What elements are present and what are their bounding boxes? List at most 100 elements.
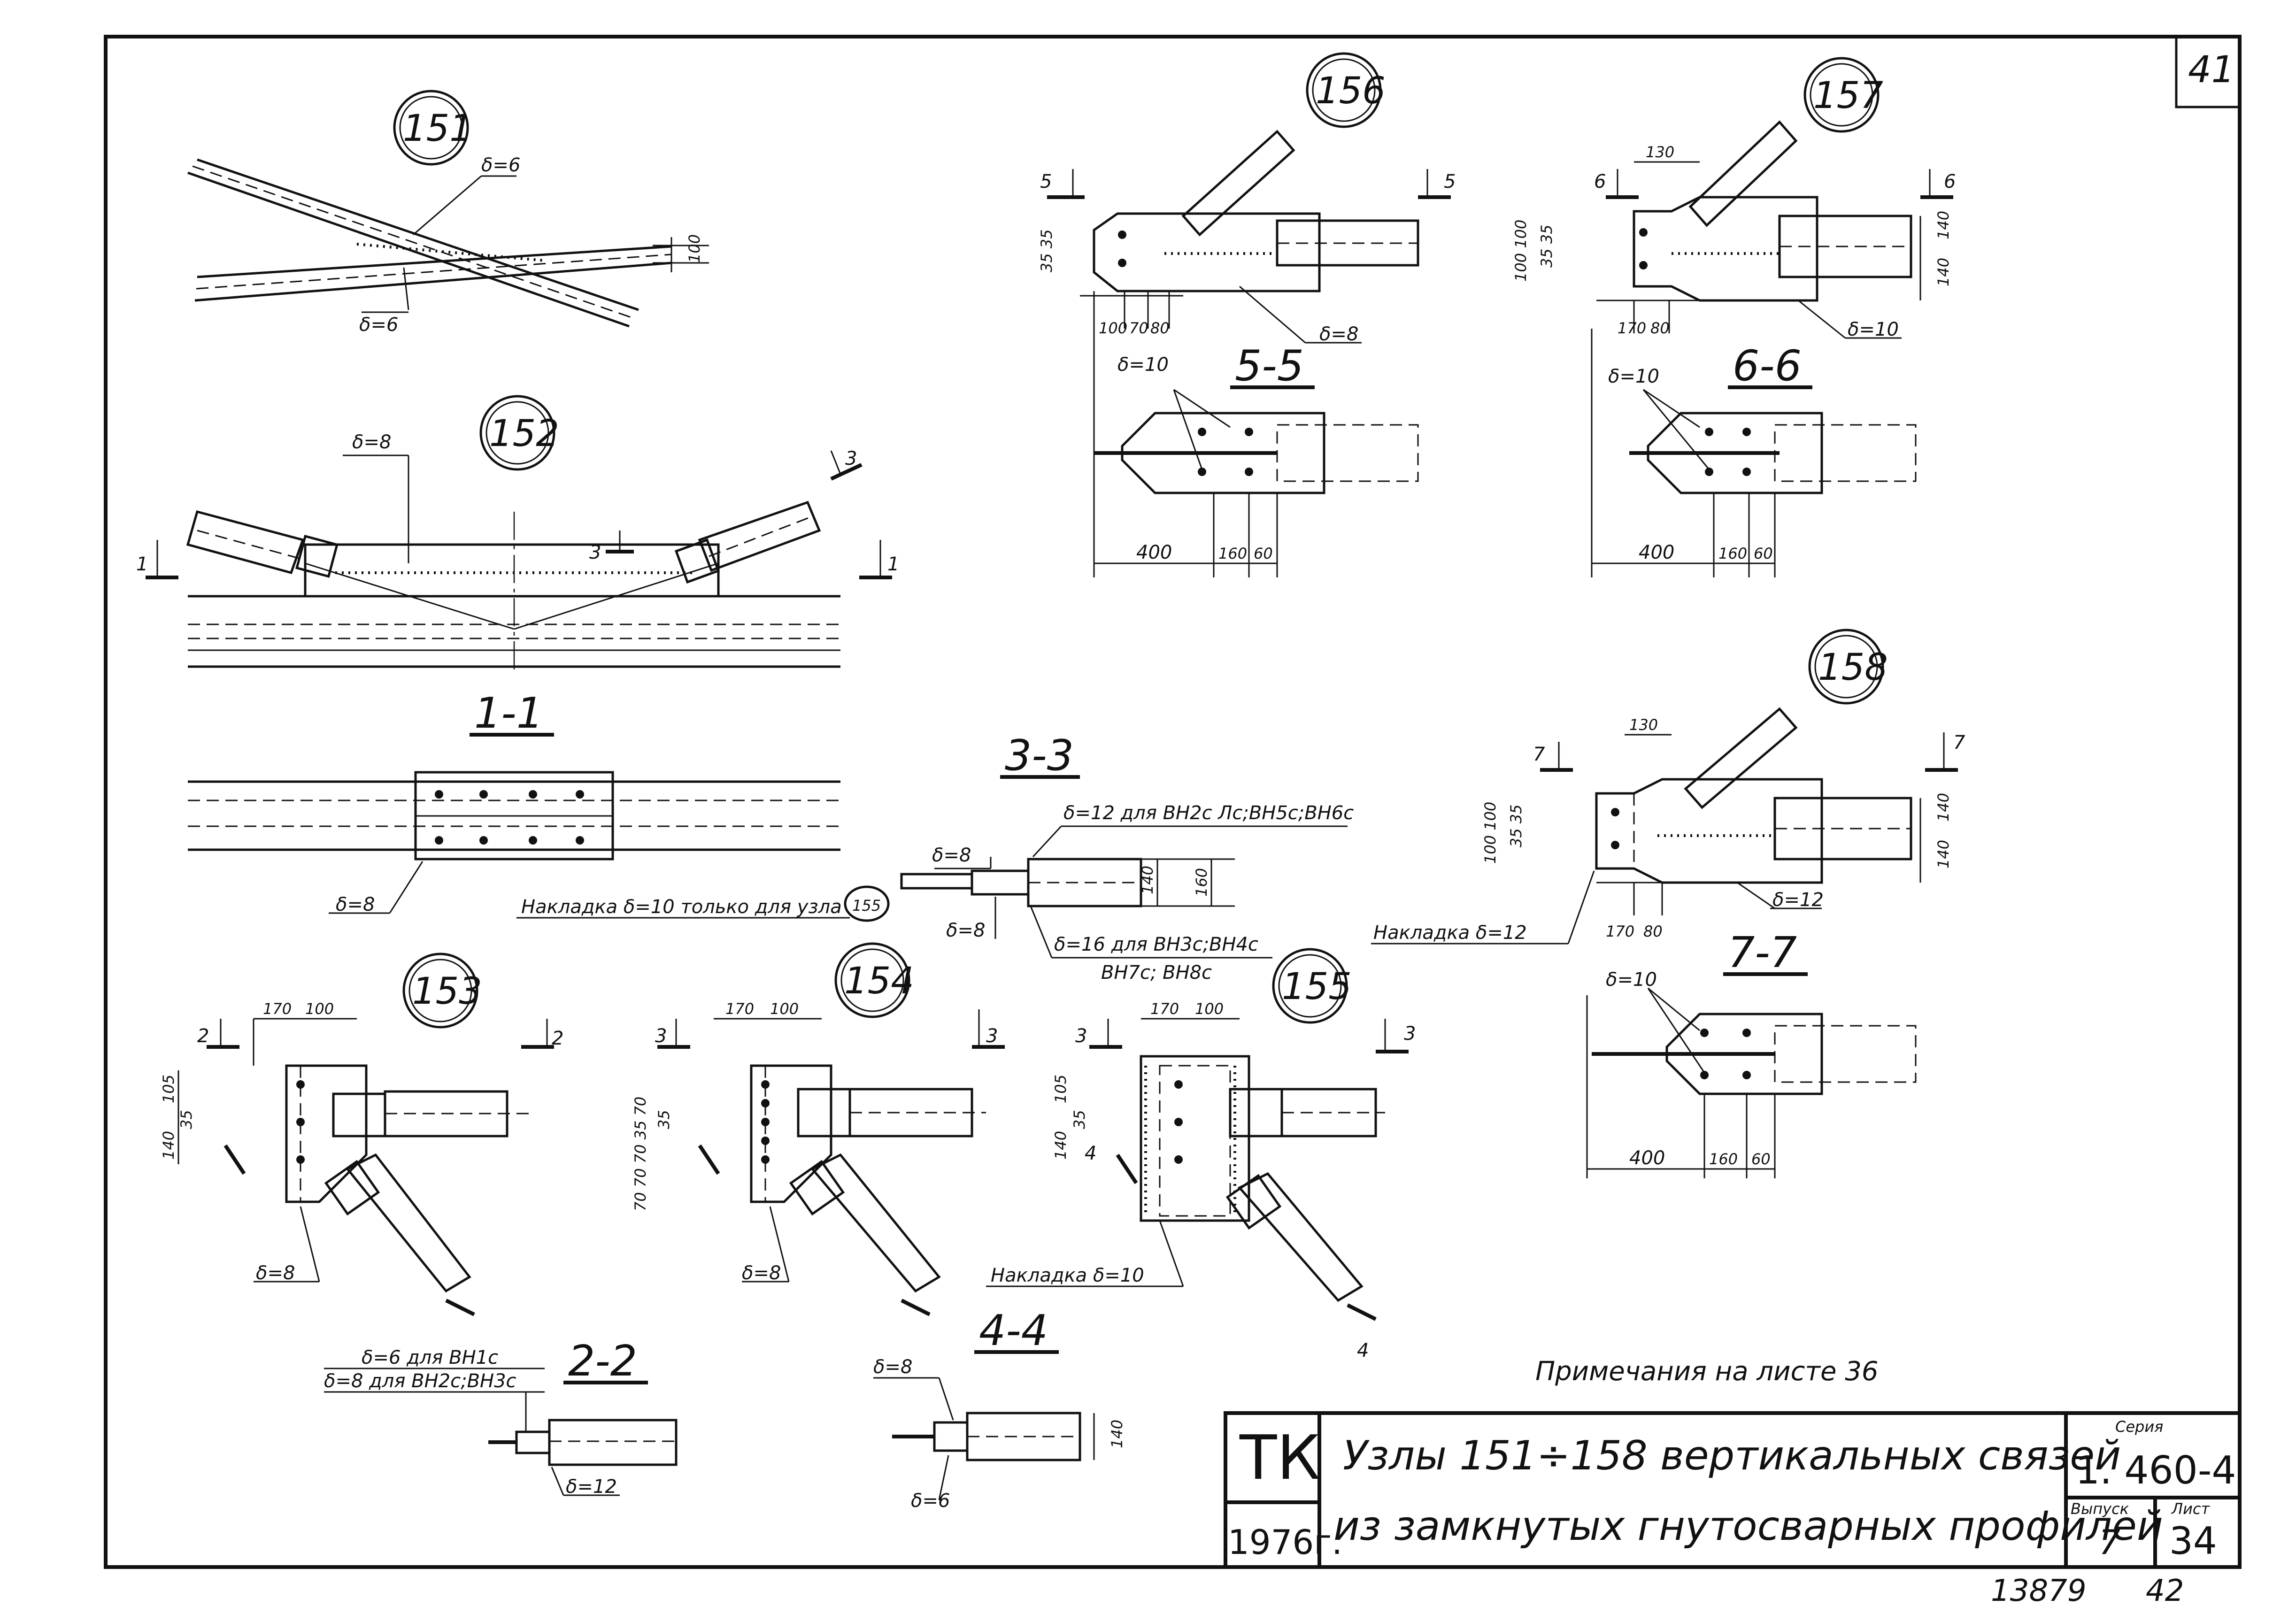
title-line-1: Узлы 151÷158 вертикальных связей <box>1343 1432 2121 1479</box>
label-44-d6: δ=6 <box>911 1490 950 1512</box>
label-158-overlay: Накладка δ=12 <box>1373 922 1527 944</box>
label-33-d8-bottom: δ=8 <box>946 920 985 941</box>
dim-157-100100: 100 100 <box>1512 220 1530 282</box>
mark-6-right: 6 <box>1944 171 1956 192</box>
series-value: 1. 460-4 <box>2075 1448 2236 1493</box>
label-33-d16-note2: ВН7с; ВН8с <box>1101 962 1212 984</box>
issue-label: Выпуск <box>2071 1500 2129 1518</box>
dim-158-80: 80 <box>1643 922 1663 940</box>
section-5-5: 5-5 δ=10 400 160 60 <box>1093 329 1419 577</box>
label-152-d8: δ=8 <box>352 431 391 453</box>
node-156-label: 156 <box>1316 70 1386 112</box>
dim-158-100100: 100 100 <box>1481 802 1499 864</box>
bottom-number-1: 13879 <box>1991 1574 2087 1608</box>
dim-66-400: 400 <box>1639 542 1674 563</box>
mark-154-3-right: 3 <box>986 1025 998 1047</box>
label-33-d16-note1: δ=16 для ВН3с;ВН4с <box>1054 934 1258 955</box>
dim-157-80: 80 <box>1650 319 1670 337</box>
bottom-number-2: 42 <box>2146 1574 2184 1608</box>
dim-66-60: 60 <box>1754 545 1773 562</box>
node-155-label: 155 <box>1282 966 1352 1008</box>
sheet-value: 34 <box>2169 1519 2217 1563</box>
label-22-d8-note: δ=8 для ВН2с;ВН3с <box>324 1370 516 1392</box>
section-6-6: 6-6 δ=10 400 160 60 <box>1591 329 1917 577</box>
mark-153-2-right: 2 <box>552 1028 563 1049</box>
section-3-3: 3-3 δ=8 δ=12 для ВН2с Лс;ВН5с;ВН6с δ=8 δ… <box>516 731 1354 984</box>
section-3-3-label: 3-3 <box>1005 731 1074 780</box>
label-22-d12: δ=12 <box>566 1476 617 1498</box>
node-157-label: 157 <box>1813 75 1883 117</box>
label-33-d12-note: δ=12 для ВН2с Лс;ВН5с;ВН6с <box>1063 802 1354 824</box>
node-158-label: 158 <box>1818 646 1888 689</box>
dim-55-160: 160 <box>1218 545 1247 562</box>
dim-77-160: 160 <box>1709 1150 1738 1168</box>
node-154-label: 154 <box>844 960 914 1002</box>
dim-153-170: 170 <box>263 1000 292 1018</box>
label-158-d12: δ=12 <box>1772 889 1824 911</box>
node-158: 158 7 7 130 100 100 35 35 140 140 170 80… <box>1371 629 1965 945</box>
mark-3-mid: 3 <box>589 542 601 563</box>
label-151-d6-top: δ=6 <box>481 154 520 176</box>
mark-7-right: 7 <box>1953 732 1965 753</box>
dim-157-170: 170 <box>1618 319 1646 337</box>
issue-value: 7 <box>2099 1522 2120 1562</box>
dim-55-400: 400 <box>1136 542 1172 563</box>
dim-158-3535: 35 35 <box>1507 804 1525 847</box>
dim-158-140b: 140 <box>1934 840 1952 868</box>
label-156-d8: δ=8 <box>1319 323 1358 345</box>
node-154: 154 170 100 70 70 70 35 70 35 3 3 δ=8 <box>632 942 1005 1316</box>
dim-77-60: 60 <box>1751 1150 1771 1168</box>
dim-158-130: 130 <box>1629 716 1658 734</box>
node-156: 156 5 5 35 35 100 70 80 δ=8 <box>1038 52 1456 345</box>
mark-155-4-right: 4 <box>1357 1340 1369 1361</box>
mark-6-left: 6 <box>1594 171 1606 192</box>
section-7-7: 7-7 δ=10 400 160 60 <box>1586 928 1917 1178</box>
section-5-5-label: 5-5 <box>1235 341 1304 391</box>
dim-154-35: 35 <box>655 1110 673 1129</box>
dim-55-60: 60 <box>1254 545 1273 562</box>
label-overlay-155: Накладка δ=10 только для узла <box>521 896 842 918</box>
label-66-d10: δ=10 <box>1608 366 1659 387</box>
label-33-d8-top: δ=8 <box>932 845 971 866</box>
mark-7-left: 7 <box>1533 744 1545 765</box>
dim-157-140b: 140 <box>1934 258 1952 286</box>
mark-155-3-right: 3 <box>1404 1023 1416 1045</box>
mark-3-right: 3 <box>845 448 857 469</box>
label-153-d8: δ=8 <box>256 1262 295 1284</box>
section-7-7-label: 7-7 <box>1728 928 1797 977</box>
label-77-d10: δ=10 <box>1606 969 1657 991</box>
node-153-label: 153 <box>412 970 482 1013</box>
section-2-2: 2-2 δ=6 для ВН1с δ=8 для ВН2с;ВН3с δ=12 <box>324 1337 678 1498</box>
dim-33-140: 140 <box>1139 866 1156 894</box>
node-152-label: 152 <box>489 413 559 455</box>
node-151-label: 151 <box>403 108 473 150</box>
label-overlay-155-node: 155 <box>852 897 881 915</box>
dim-155-105: 105 <box>1052 1075 1070 1103</box>
title-block: ТК 1976г. Узлы 151÷158 вертикальных связ… <box>1224 1411 2242 1569</box>
dim-44-140: 140 <box>1108 1420 1126 1448</box>
label-11-d8: δ=8 <box>336 894 375 915</box>
label-154-d8: δ=8 <box>742 1262 781 1284</box>
dim-153-105: 105 <box>160 1075 177 1103</box>
label-155-overlay: Накладка δ=10 <box>991 1265 1144 1286</box>
dim-77-400: 400 <box>1629 1147 1665 1169</box>
sheet-number-top: 41 <box>2188 49 2234 91</box>
section-1-1-label: 1-1 <box>474 689 543 738</box>
dim-158-140a: 140 <box>1934 793 1952 822</box>
dim-156-80: 80 <box>1150 319 1170 337</box>
dim-154-col: 70 70 70 35 70 <box>632 1097 649 1211</box>
mark-1-right: 1 <box>887 553 899 575</box>
section-6-6-label: 6-6 <box>1733 341 1802 391</box>
dim-153-35: 35 <box>177 1110 195 1129</box>
section-1-1-bolts <box>435 790 584 845</box>
label-44-d8: δ=8 <box>873 1356 912 1378</box>
dim-33-160: 160 <box>1193 868 1210 897</box>
node-152: 152 δ=8 1 1 3 3 <box>136 395 899 671</box>
dim-157-140a: 140 <box>1934 211 1952 239</box>
sheet-frame: 41 <box>104 35 2242 1569</box>
dim-66-160: 160 <box>1718 545 1747 562</box>
mark-5-right: 5 <box>1444 171 1456 192</box>
dim-156-3535: 35 35 <box>1038 229 1056 272</box>
dim-155-35: 35 <box>1071 1110 1088 1129</box>
